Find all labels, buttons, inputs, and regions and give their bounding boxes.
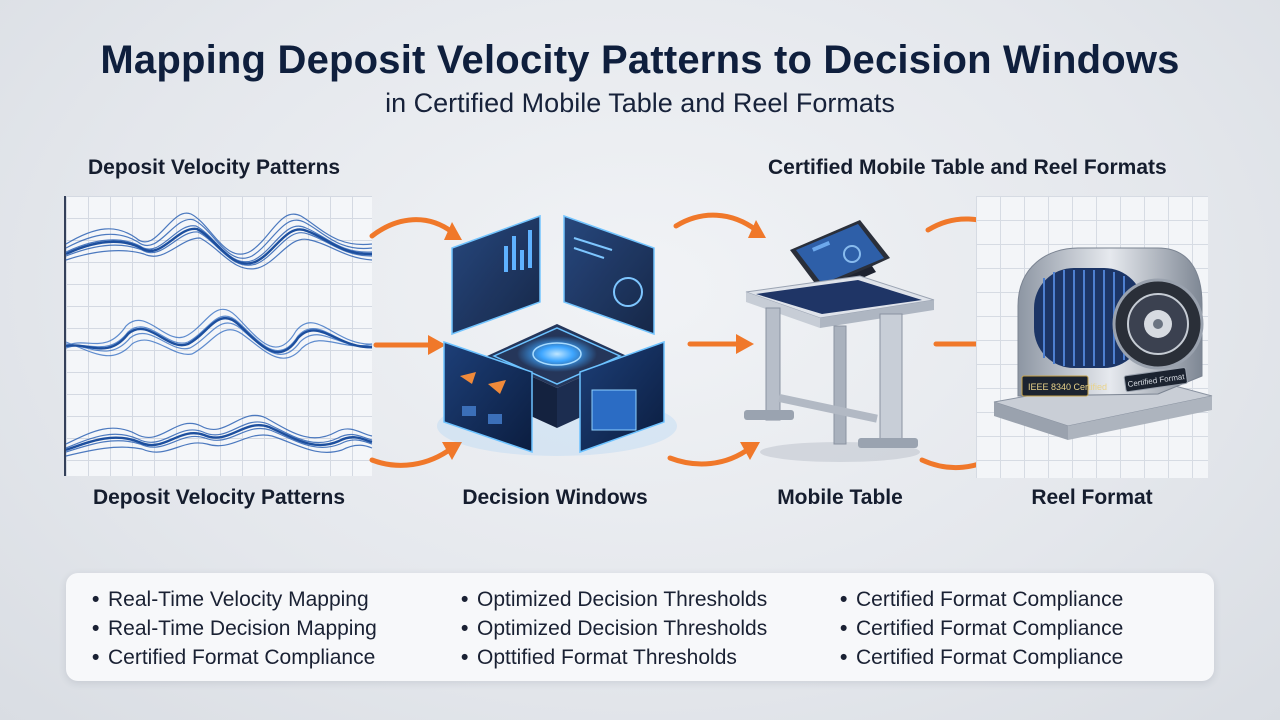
stage-label-deposit: Deposit Velocity Patterns: [92, 486, 346, 509]
arrow-right-icon: [667, 442, 760, 467]
list-item: •Optimized Decision Thresholds: [461, 617, 768, 640]
wave-chart-icon: [65, 212, 373, 457]
bullet-column-1: •Real-Time Velocity Mapping •Real-Time D…: [92, 585, 377, 672]
label-top-right: Certified Mobile Table and Reel Formats: [768, 156, 1167, 179]
decision-cube-icon: [437, 214, 677, 456]
arrow-right-icon: [369, 442, 462, 468]
list-item: •Certified Format Compliance: [840, 646, 1124, 669]
arrow-right-icon: [373, 335, 446, 355]
stage-label-reel: Reel Format: [1031, 486, 1153, 509]
page-title: Mapping Deposit Velocity Patterns to Dec…: [100, 38, 1180, 82]
arrow-right-icon: [687, 334, 754, 354]
stage-label-mobile-table: Mobile Table: [777, 486, 903, 509]
list-item: •Real-Time Velocity Mapping: [92, 588, 369, 611]
label-top-left: Deposit Velocity Patterns: [88, 156, 341, 179]
mobile-table-icon: [744, 220, 935, 462]
list-item: •Certified Format Compliance: [840, 617, 1124, 640]
bullet-column-2: •Optimized Decision Thresholds •Optimize…: [461, 585, 767, 672]
list-item: •Opttified Format Thresholds: [461, 646, 737, 669]
arrow-right-icon: [673, 212, 766, 238]
list-item: •Real-Time Decision Mapping: [92, 617, 377, 640]
list-item: •Certified Format Compliance: [840, 588, 1124, 611]
reel-machine-icon: IEEE 8340 Certified Certified Format: [993, 247, 1213, 440]
bullet-column-3: •Certified Format Compliance •Certified …: [840, 585, 1123, 672]
summary-bullets-panel: •Real-Time Velocity Mapping •Real-Time D…: [66, 573, 1214, 681]
list-item: •Certified Format Compliance: [92, 646, 376, 669]
reel-plate-left-text: IEEE 8340 Certified: [1028, 382, 1107, 392]
stage-label-decision: Decision Windows: [462, 486, 648, 509]
arrow-right-icon: [369, 217, 462, 240]
list-item: •Optimized Decision Thresholds: [461, 588, 768, 611]
page-subtitle: in Certified Mobile Table and Reel Forma…: [385, 88, 895, 118]
